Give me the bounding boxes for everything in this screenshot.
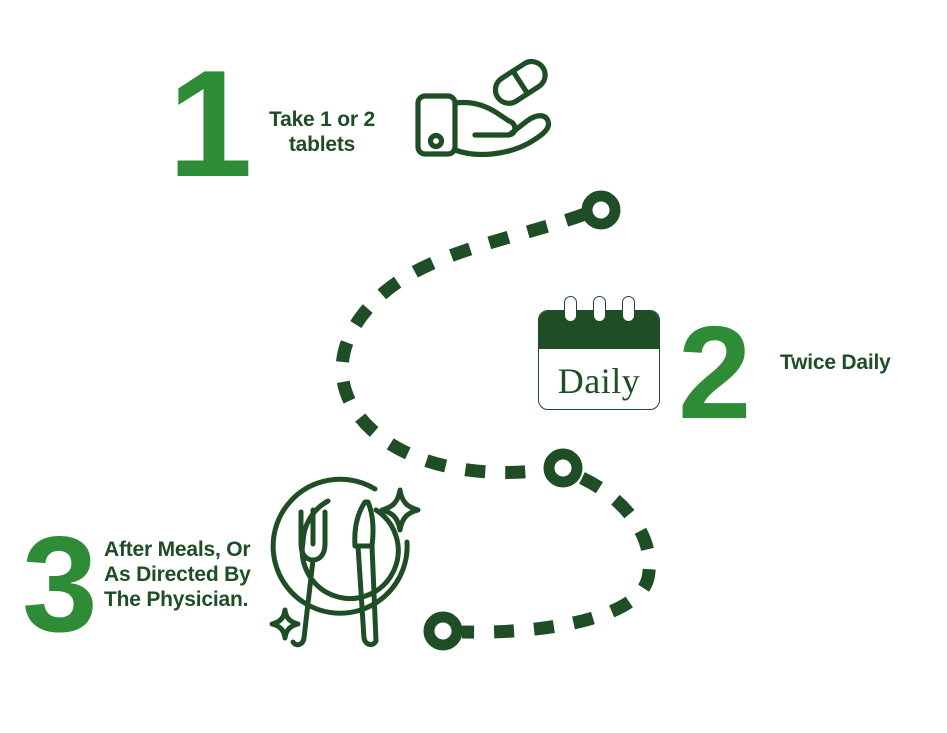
- step-number-3: 3: [22, 508, 98, 660]
- step-caption-3: After Meals, Or As Directed By The Physi…: [104, 537, 274, 613]
- step-caption-1: Take 1 or 2 tablets: [256, 107, 388, 157]
- knife-blade: [352, 499, 376, 549]
- step-caption-3-line-3: The Physician.: [104, 588, 249, 612]
- sleeve-button: [427, 132, 445, 150]
- step-caption-1-line-1: Take 1 or 2: [269, 108, 375, 131]
- plate-fork-knife-icon: [269, 476, 421, 648]
- step-caption-2-line-1: Twice Daily: [780, 351, 891, 374]
- step-caption-1-line-2: tablets: [288, 133, 356, 157]
- path-marker-middle: [543, 448, 583, 488]
- calendar-ring-1: [564, 296, 577, 322]
- fork: [290, 507, 328, 648]
- step-caption-3-line-2: As Directed By: [104, 563, 251, 587]
- fork-handle: [290, 557, 316, 648]
- sleeve-cuff: [415, 93, 458, 157]
- step-caption-3-line-1: After Meals, Or: [104, 538, 251, 561]
- step-number-2: 2: [678, 299, 752, 446]
- sparkle-star-bottom-left: [269, 607, 301, 641]
- calendar-icon: Daily: [538, 296, 662, 412]
- sparkle-star-top-right: [379, 487, 421, 533]
- hand-with-pill-icon: [415, 58, 552, 158]
- plate-outer-rim: [270, 476, 410, 616]
- plate-inner-rim: [299, 498, 401, 601]
- path-marker-top: [581, 190, 621, 230]
- calendar-label: Daily: [557, 361, 641, 401]
- hand-palm: [452, 99, 512, 124]
- calendar-ring-3: [622, 296, 635, 322]
- pill-capsule-divider: [510, 68, 531, 97]
- calendar-body: Daily: [538, 310, 660, 410]
- calendar-ring-2: [593, 296, 606, 322]
- knife: [352, 499, 379, 648]
- dashed-path-lower: [461, 472, 656, 639]
- knife-handle: [355, 543, 379, 648]
- path-marker-bottom: [423, 611, 463, 651]
- hand-fingers: [452, 113, 552, 158]
- step-caption-2: Twice Daily: [780, 350, 940, 375]
- step-number-1: 1: [168, 39, 253, 209]
